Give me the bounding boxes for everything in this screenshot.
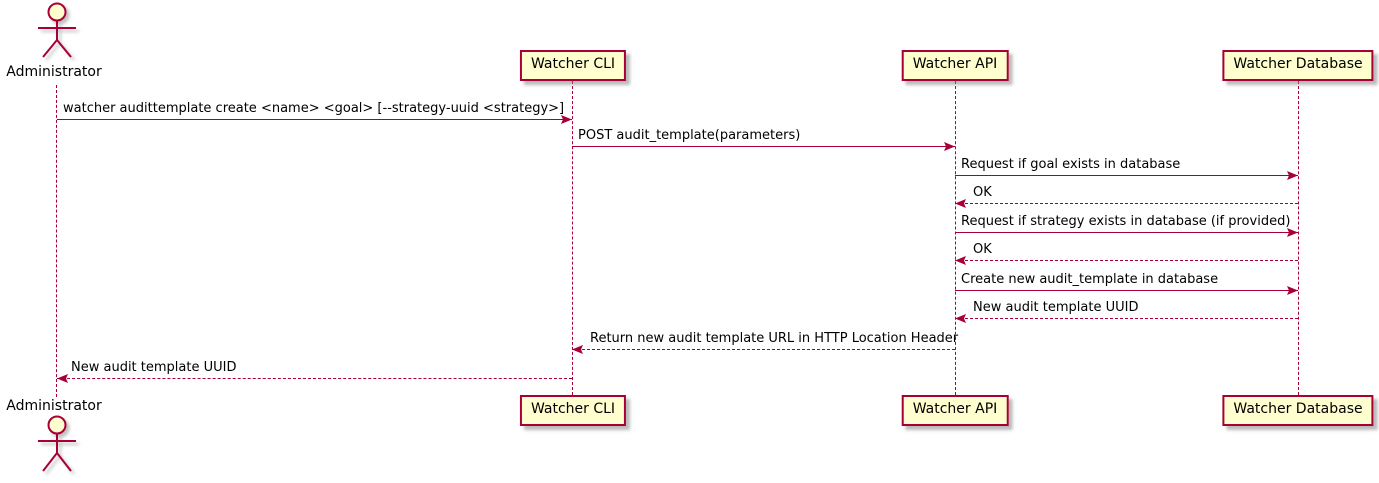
message-8-line (955, 318, 1298, 319)
message-6-arrowhead-icon (955, 256, 966, 265)
message-4-line (955, 203, 1298, 204)
message-8-arrowhead-icon (955, 314, 966, 323)
lifeline-watcher-api (955, 81, 956, 395)
message-1-line (57, 119, 572, 120)
message-7-line (955, 290, 1298, 291)
message-9-line (572, 349, 955, 350)
message-6-line (955, 260, 1298, 261)
message-6-label: OK (973, 242, 992, 257)
message-2-line (572, 146, 955, 147)
actor-label-administrator-bottom: Administrator (6, 398, 102, 414)
message-2-arrowhead-icon (944, 142, 955, 151)
participant-box-watcher-api-bottom: Watcher API (901, 395, 1009, 426)
participant-box-watcher-cli-bottom: Watcher CLI (519, 395, 627, 426)
actor-icon-bottom (38, 415, 76, 472)
participant-box-watcher-api-top: Watcher API (901, 50, 1009, 81)
participant-box-watcher-database-top: Watcher Database (1222, 50, 1374, 81)
actor-icon (38, 2, 76, 58)
lifeline-watcher-cli (572, 81, 573, 395)
message-5-arrowhead-icon (1287, 228, 1298, 237)
message-3-line (955, 175, 1298, 176)
message-5-line (955, 232, 1298, 233)
message-4-arrowhead-icon (955, 199, 966, 208)
message-5-label: Request if strategy exists in database (… (961, 214, 1291, 229)
participant-box-watcher-cli-top: Watcher CLI (519, 50, 627, 81)
message-4-label: OK (973, 185, 992, 200)
participant-box-watcher-database-bottom: Watcher Database (1222, 395, 1374, 426)
lifeline-watcher-database (1298, 81, 1299, 395)
message-7-label: Create new audit_template in database (961, 272, 1219, 287)
message-2-label: POST audit_template(parameters) (578, 128, 801, 143)
lifeline-administrator (56, 85, 57, 397)
message-3-arrowhead-icon (1287, 171, 1298, 180)
actor-label-administrator-top: Administrator (6, 64, 102, 80)
message-8-label: New audit template UUID (973, 300, 1139, 315)
message-3-label: Request if goal exists in database (961, 157, 1181, 172)
message-9-arrowhead-icon (572, 345, 583, 354)
message-10-line (57, 378, 572, 379)
message-10-label: New audit template UUID (71, 360, 237, 375)
message-9-label: Return new audit template URL in HTTP Lo… (590, 331, 959, 346)
message-1-label: watcher audittemplate create <name> <goa… (63, 101, 565, 116)
message-1-arrowhead-icon (561, 115, 572, 124)
message-7-arrowhead-icon (1287, 286, 1298, 295)
message-10-arrowhead-icon (57, 374, 68, 383)
